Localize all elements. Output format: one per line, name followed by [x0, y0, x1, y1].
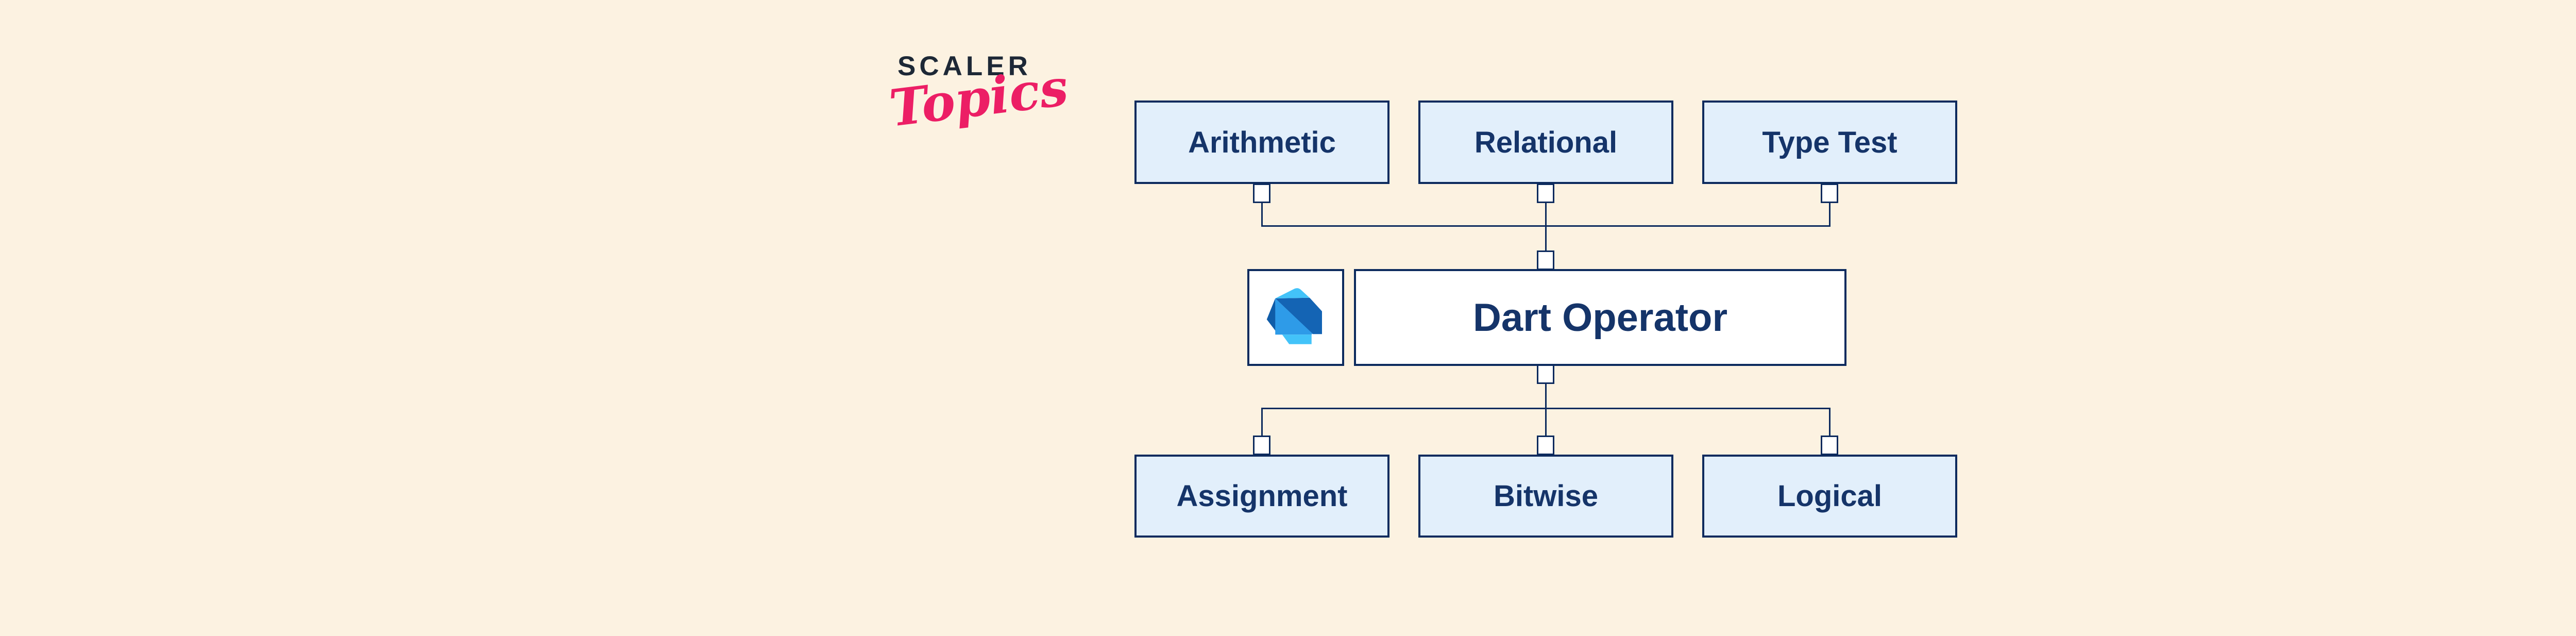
node-logical: Logical — [1702, 455, 1957, 538]
node-relational: Relational — [1418, 101, 1673, 184]
connector-line — [1545, 408, 1547, 437]
node-arithmetic-label: Arithmetic — [1188, 125, 1336, 159]
dart-logo-icon — [1266, 288, 1322, 344]
node-assignment-label: Assignment — [1176, 479, 1348, 513]
node-assignment: Assignment — [1134, 455, 1389, 538]
connector-line — [1545, 202, 1547, 227]
connector-line — [1829, 408, 1831, 437]
connector-line — [1261, 202, 1263, 227]
node-dart-operator: Dart Operator — [1354, 269, 1846, 366]
node-logical-label: Logical — [1777, 479, 1883, 513]
connector-stub — [1537, 436, 1554, 455]
node-arithmetic: Arithmetic — [1134, 101, 1389, 184]
node-bitwise: Bitwise — [1418, 455, 1673, 538]
dart-logo-box — [1247, 269, 1344, 366]
connector-line — [1829, 202, 1831, 227]
node-dart-operator-label: Dart Operator — [1472, 295, 1728, 340]
connector-line — [1545, 383, 1547, 409]
node-type-test: Type Test — [1702, 101, 1957, 184]
connector-line — [1261, 408, 1263, 437]
connector-stub — [1253, 436, 1270, 455]
connector-line — [1545, 225, 1547, 252]
connector-stub — [1537, 183, 1554, 203]
connector-stub — [1253, 183, 1270, 203]
connector-stub — [1537, 250, 1554, 270]
scaler-wordmark: SCALER — [897, 51, 1031, 81]
connector-stub — [1821, 183, 1838, 203]
scaler-topics-logo: SCALER Topics — [886, 51, 1071, 139]
connector-stub — [1821, 436, 1838, 455]
connector-stub — [1537, 364, 1554, 384]
node-relational-label: Relational — [1474, 125, 1618, 159]
node-type-test-label: Type Test — [1762, 125, 1897, 159]
node-bitwise-label: Bitwise — [1493, 479, 1599, 513]
